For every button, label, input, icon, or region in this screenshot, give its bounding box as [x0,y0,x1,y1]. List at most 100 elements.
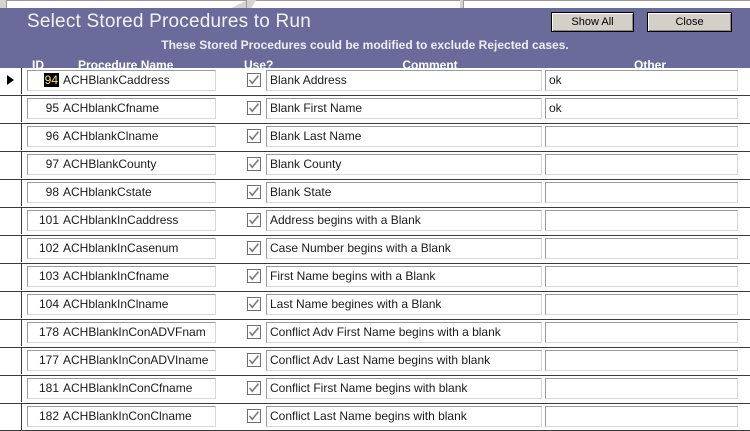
other-field[interactable] [545,238,738,259]
record-selector[interactable] [0,96,22,122]
id-field[interactable]: 181 [27,378,61,399]
other-field[interactable] [545,322,738,343]
other-field[interactable] [545,210,738,231]
procedure-name-field[interactable]: ACHblankClname [61,126,216,147]
record-selector[interactable] [0,320,22,346]
use-checkbox[interactable] [247,381,261,395]
comment-field[interactable]: Conflict First Name begins with blank [266,378,542,399]
comment-field[interactable]: Last Name begines with a Blank [266,294,542,315]
procedure-name-field[interactable]: ACHBlankInConADVFnam [61,322,216,343]
comment-field[interactable]: Blank County [266,154,542,175]
record-selector[interactable] [0,208,22,234]
tab-right[interactable] [464,0,750,9]
id-field[interactable]: 94 [27,70,61,91]
record-selector[interactable] [0,376,22,402]
id-field[interactable]: 103 [27,266,61,287]
use-checkbox[interactable] [247,409,261,423]
record-selector[interactable] [0,292,22,318]
procedure-name-field[interactable]: ACHBlankInConClname [61,406,216,427]
use-checkbox[interactable] [247,213,261,227]
record-selector[interactable] [0,264,22,290]
use-checkbox[interactable] [247,129,261,143]
other-field[interactable] [545,406,738,427]
other-field[interactable]: ok [545,70,738,91]
use-checkbox[interactable] [247,269,261,283]
tab-active[interactable] [250,0,460,9]
use-checkbox[interactable] [247,325,261,339]
procedure-name-field[interactable]: ACHBlankCounty [61,154,216,175]
procedure-name-field[interactable]: ACHblankInCasenum [61,238,216,259]
comment-field[interactable]: Blank Address [266,70,542,91]
record-selector[interactable] [0,236,22,262]
other-field[interactable]: ok [545,98,738,119]
comment-field[interactable]: Blank Last Name [266,126,542,147]
use-checkbox[interactable] [247,73,261,87]
id-field[interactable]: 96 [27,126,61,147]
other-field[interactable] [545,266,738,287]
id-field[interactable]: 177 [27,350,61,371]
comment-field[interactable]: Case Number begins with a Blank [266,238,542,259]
id-field[interactable]: 101 [27,210,61,231]
procedure-name-field[interactable]: ACHblankInCaddress [61,210,216,231]
comment-field[interactable]: First Name begins with a Blank [266,266,542,287]
use-checkbox[interactable] [247,157,261,171]
use-checkbox[interactable] [247,353,261,367]
procedure-name-field[interactable]: ACHBlankInConCfname [61,378,216,399]
comment-field[interactable]: Conflict Last Name begins with blank [266,406,542,427]
use-checkbox[interactable] [247,297,261,311]
id-field[interactable]: 95 [27,98,61,119]
id-field[interactable]: 97 [27,154,61,175]
procedure-name-field[interactable]: ACHblankInClname [61,294,216,315]
procedure-name-field[interactable]: ACHblankInCfname [61,266,216,287]
other-field[interactable] [545,182,738,203]
checkmark-icon [248,411,260,421]
record-selector[interactable] [0,68,22,94]
record-selector[interactable] [0,180,22,206]
other-field[interactable] [545,350,738,371]
tab-left[interactable] [6,0,247,9]
show-all-button[interactable]: Show All [551,12,634,32]
id-field[interactable]: 104 [27,294,61,315]
comment-field[interactable]: Conflict Adv Last Name begins with blank [266,350,542,371]
other-field[interactable] [545,126,738,147]
other-field[interactable] [545,294,738,315]
other-field[interactable] [545,154,738,175]
record-selector[interactable] [0,404,22,430]
record-selector[interactable] [0,152,22,178]
procedure-name-field[interactable]: ACHBlankInConADVIname [61,350,216,371]
record-selector[interactable] [0,124,22,150]
use-checkbox[interactable] [247,185,261,199]
other-field[interactable] [545,378,738,399]
id-field[interactable]: 98 [27,182,61,203]
use-checkbox[interactable] [247,241,261,255]
form-header: Select Stored Procedures to Run These St… [0,8,750,72]
procedure-name-field[interactable]: ACHBlankCaddress [61,70,216,91]
use-checkbox[interactable] [247,101,261,115]
comment-field[interactable]: Conflict Adv First Name begins with a bl… [266,322,542,343]
id-field[interactable]: 182 [27,406,61,427]
comment-field[interactable]: Address begins with a Blank [266,210,542,231]
close-button[interactable]: Close [647,12,732,32]
id-field[interactable]: 102 [27,238,61,259]
procedure-name-field[interactable]: ACHblankCstate [61,182,216,203]
comment-field[interactable]: Blank State [266,182,542,203]
record-selector[interactable] [0,348,22,374]
id-field[interactable]: 178 [27,322,61,343]
procedure-name-field[interactable]: ACHblankCfname [61,98,216,119]
comment-field[interactable]: Blank First Name [266,98,542,119]
